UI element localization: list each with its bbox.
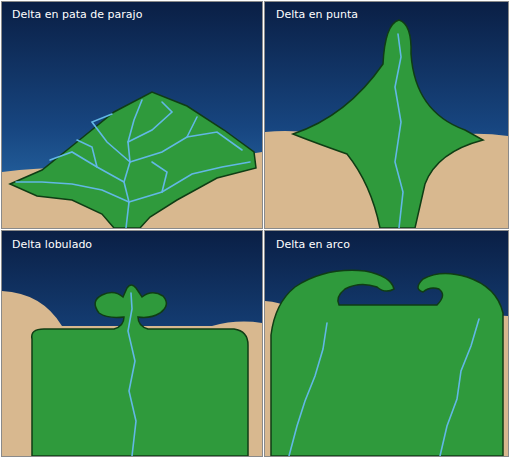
lobate-panel xyxy=(2,231,262,456)
pointed-panel xyxy=(265,2,508,228)
panel-title: Delta en arco xyxy=(276,238,350,251)
panel-title: Delta en punta xyxy=(276,8,358,21)
arcuate-panel xyxy=(265,231,508,456)
panel-title: Delta lobulado xyxy=(12,238,92,251)
panel-title: Delta en pata de parajo xyxy=(12,8,142,21)
bird-foot-panel xyxy=(2,2,262,228)
